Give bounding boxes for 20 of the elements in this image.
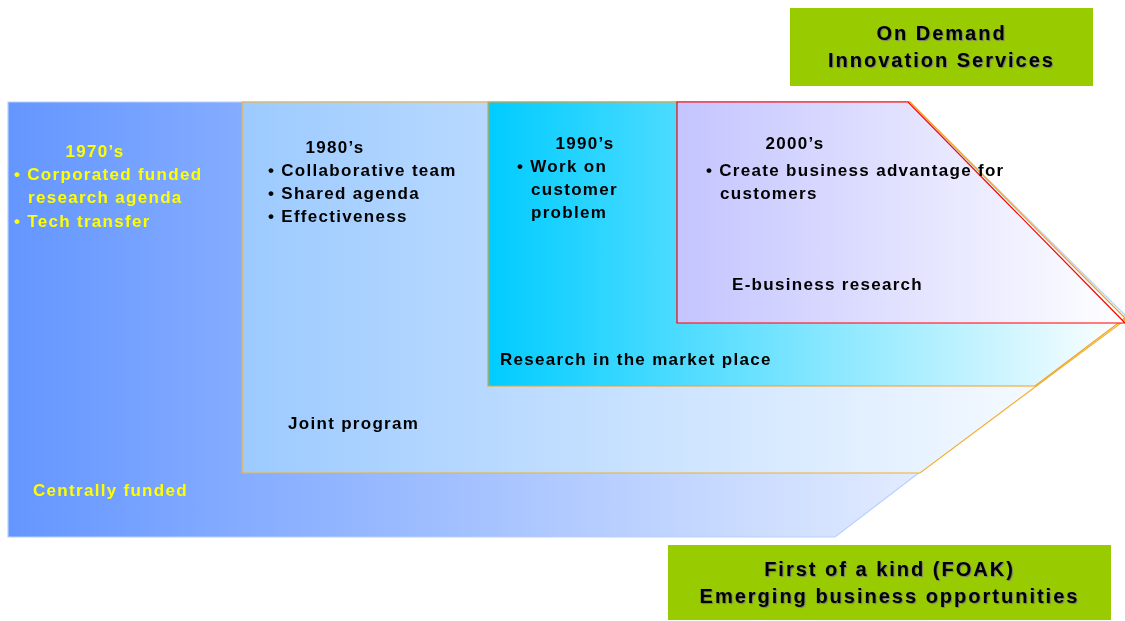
callout-banner [790,8,1093,86]
bullet-item: • Corporated funded research agenda [14,164,204,209]
decade-heading: 1990’s [554,133,616,155]
callout-banner [668,545,1111,620]
band-label: Centrally funded [33,480,189,502]
bullet-item: • Tech transfer [14,211,152,233]
decade-heading: 2000’s [764,133,826,155]
band-label: Joint program [288,413,421,435]
bullet-item: • Work on customer problem [517,156,619,224]
banner-text: On Demand Innovation Services [827,21,1056,73]
decade-heading: 1970’s [64,141,126,163]
bullet-item: • Create business advantage for customers [706,160,1006,205]
band-label: Research in the market place [500,349,773,371]
bullet-item: • Effectiveness [268,206,409,228]
bullet-item: • Shared agenda [268,183,422,205]
banner-text: First of a kind (FOAK) [764,556,1015,582]
decade-heading: 1980’s [304,137,366,159]
bullet-item: • Collaborative team [268,160,458,182]
band-label: E-business research [732,274,924,296]
banner-text: Emerging business opportunities [699,583,1080,609]
